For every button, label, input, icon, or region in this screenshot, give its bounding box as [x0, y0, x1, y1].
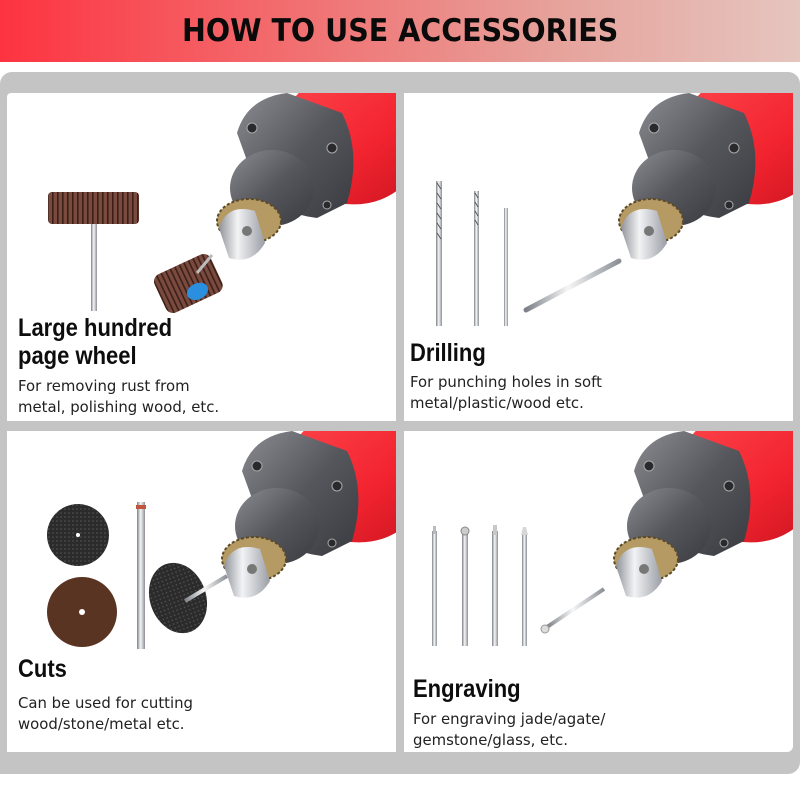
description-line: For punching holes in soft [410, 373, 602, 391]
panel-heading: Cuts [18, 655, 67, 683]
drill-bit-icon [436, 181, 508, 326]
panel-heading: Engraving [413, 675, 521, 703]
description-line: gemstone/glass, etc. [413, 731, 568, 749]
description-line: metal/plastic/wood etc. [410, 394, 584, 412]
heading-line: page wheel [18, 342, 137, 370]
grinder-with-drill-bit-image [436, 93, 793, 326]
description-line: For engraving jade/agate/ [413, 710, 606, 728]
panel-heading: Drilling [410, 339, 486, 367]
heading-line: Cuts [18, 655, 67, 683]
cutting-disc-icon [47, 502, 146, 649]
description-line: wood/stone/metal etc. [18, 715, 185, 733]
panel-engraving: Engraving For engraving jade/agate/ gems… [404, 431, 793, 752]
panel-flap-wheel: Large hundred page wheel For removing ru… [7, 93, 396, 421]
panel-description: For punching holes in soft metal/plastic… [410, 372, 602, 414]
panel-cuts: Cuts Can be used for cutting wood/stone/… [7, 431, 396, 752]
heading-line: Drilling [410, 339, 486, 367]
grinder-with-flap-wheel-image [48, 93, 396, 313]
heading-line: Engraving [413, 675, 521, 703]
description-line: For removing rust from [18, 377, 190, 395]
panel-drilling: Drilling For punching holes in soft meta… [404, 93, 793, 421]
panel-description: For engraving jade/agate/ gemstone/glass… [413, 709, 605, 751]
heading-line: Large hundred [18, 314, 173, 342]
description-line: Can be used for cutting [18, 694, 194, 712]
flap-wheel-icon [48, 192, 139, 311]
header-banner: HOW TO USE ACCESSORIES [0, 0, 800, 62]
page-title: HOW TO USE ACCESSORIES [181, 13, 619, 49]
grinder-with-cutting-disc-image [47, 431, 396, 649]
grinder-with-engraving-bit-image [432, 431, 793, 646]
panel-heading: Large hundred page wheel [18, 314, 172, 370]
panel-description: For removing rust from metal, polishing … [18, 376, 219, 418]
panel-description: Can be used for cutting wood/stone/metal… [18, 693, 193, 735]
description-line: metal, polishing wood, etc. [18, 398, 220, 416]
engraving-bit-icon [432, 525, 528, 646]
